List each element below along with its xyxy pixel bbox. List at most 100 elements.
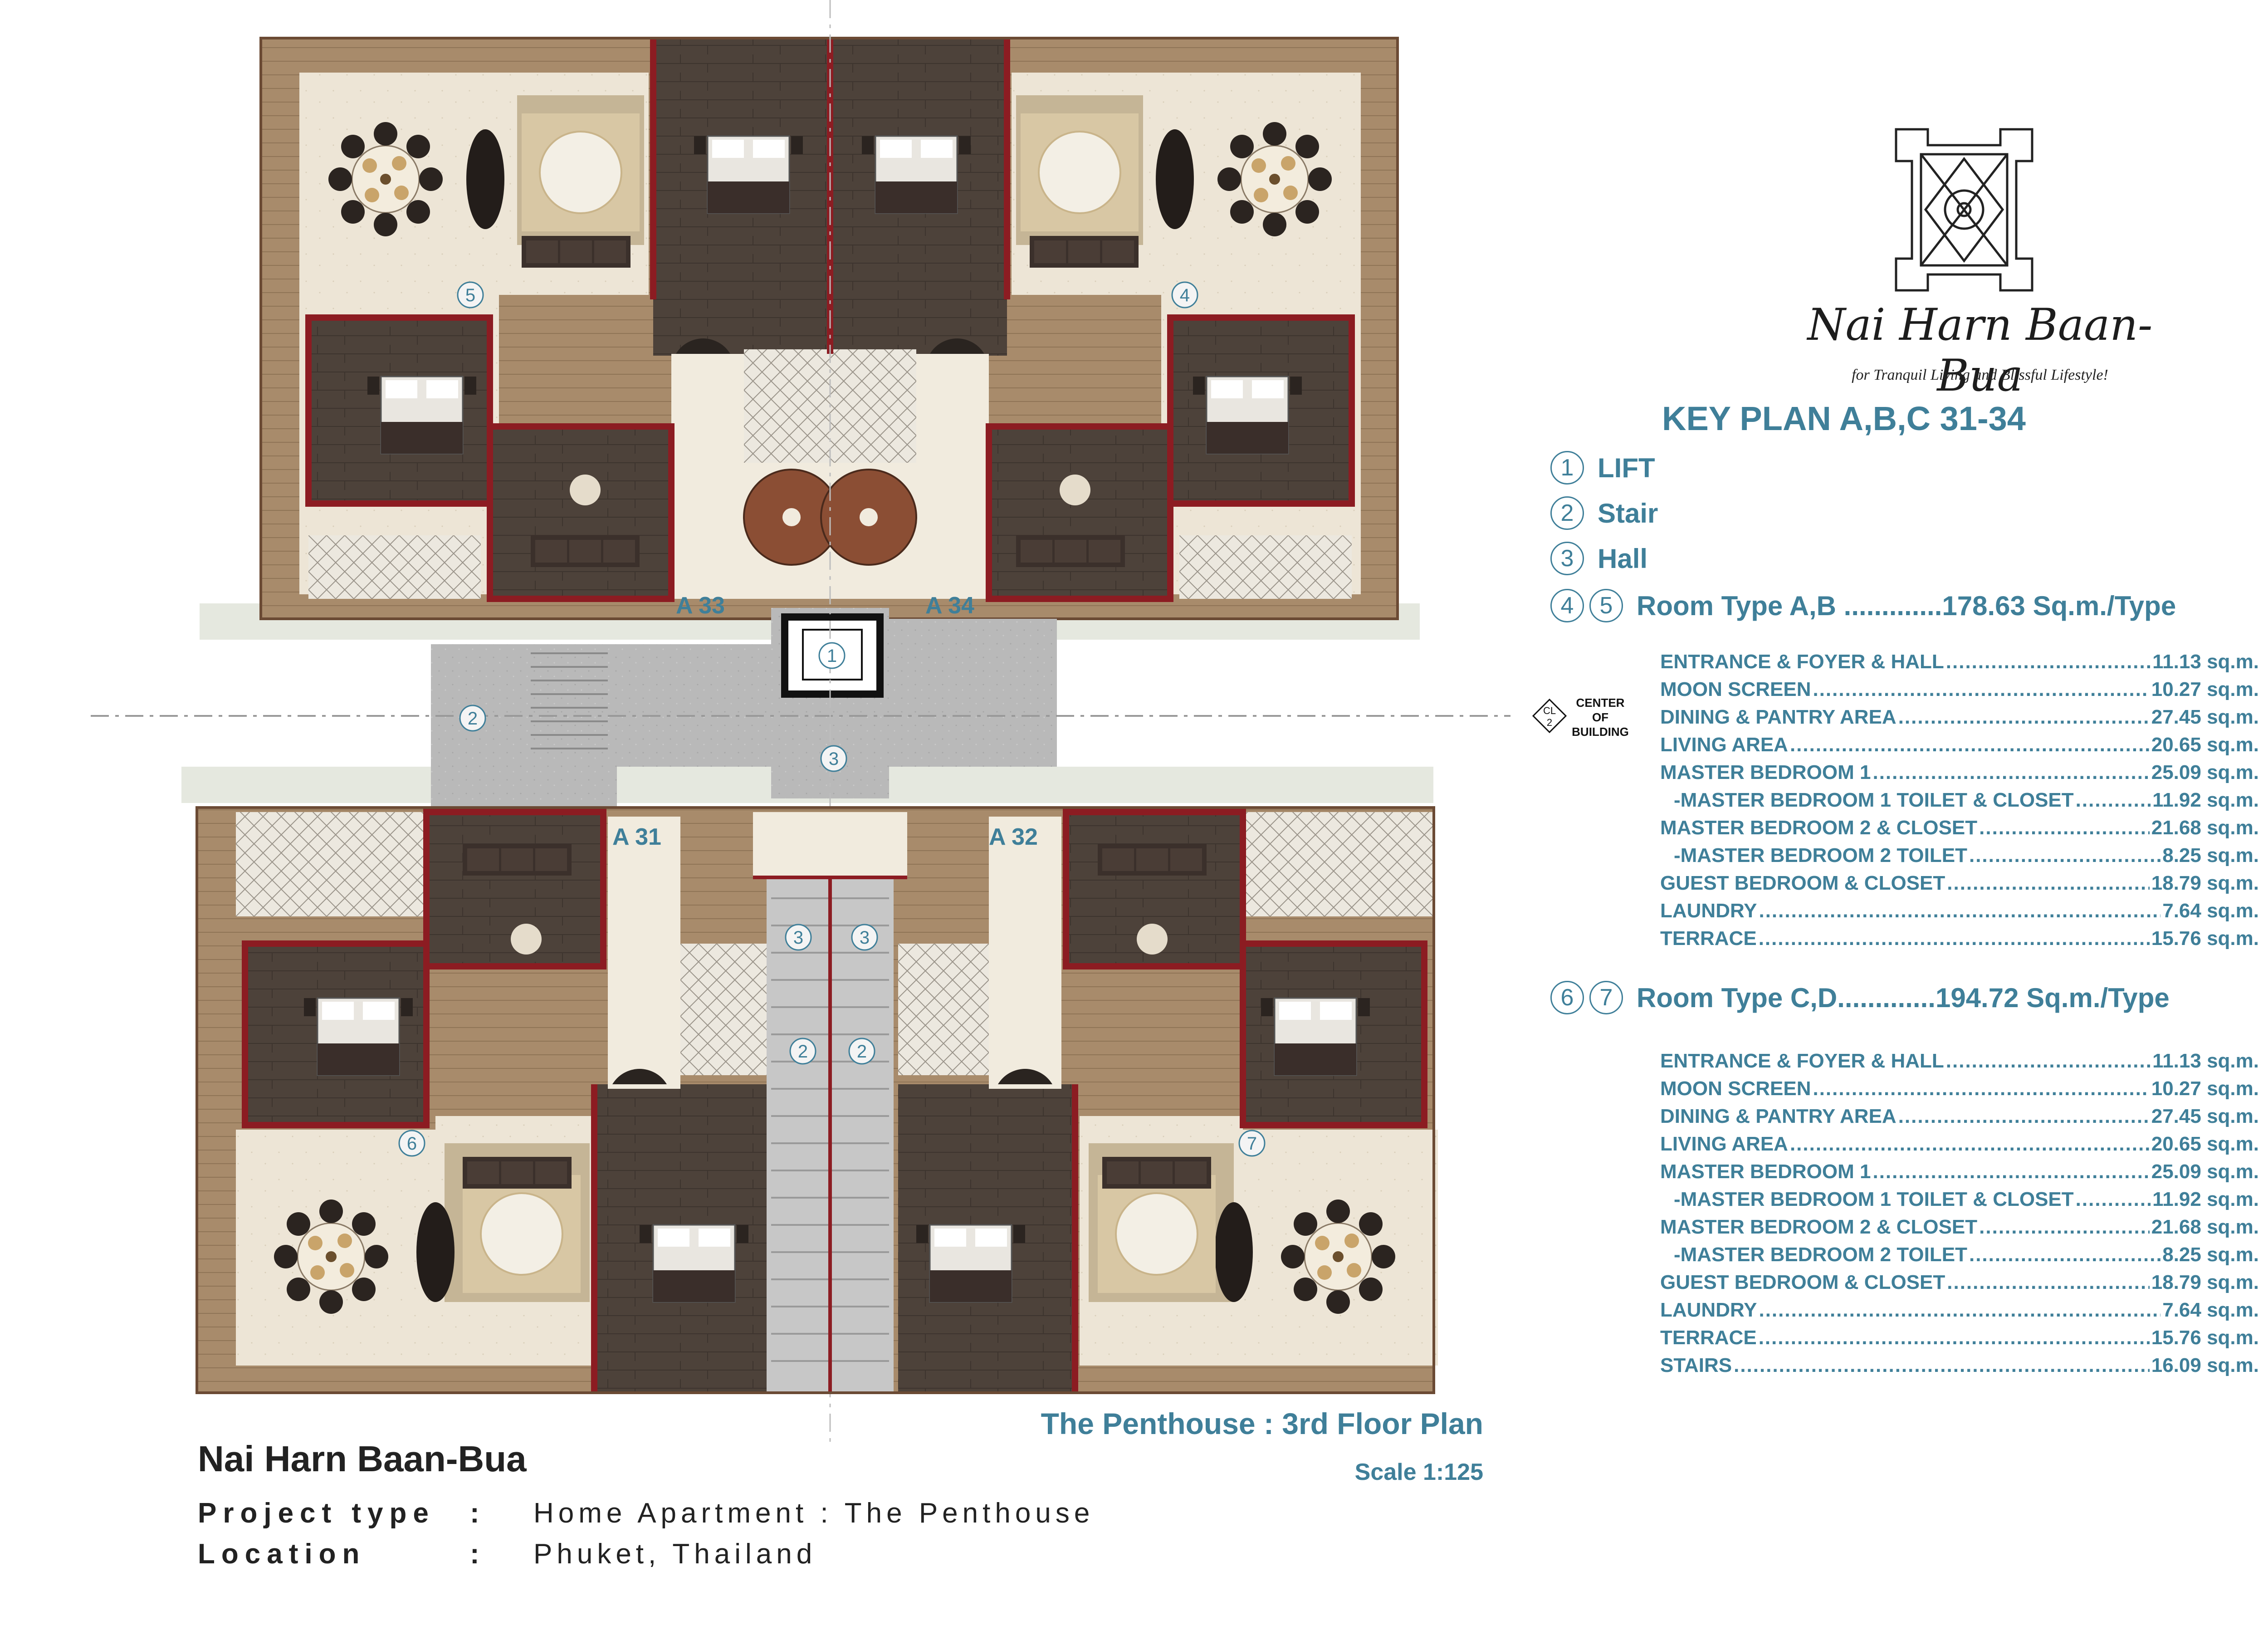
project-type-row: Project type: Home Apartment : The Pentho… — [198, 1497, 1094, 1529]
leader-dots: ........................................… — [1758, 1327, 2150, 1349]
svg-text:CENTER: CENTER — [1576, 696, 1625, 710]
area-value: 27.45 sq.m. — [2151, 1105, 2259, 1127]
area-row: ENTRANCE & FOYER & HALL.................… — [1660, 1047, 2259, 1075]
area-value: 21.68 sq.m. — [2151, 1216, 2259, 1238]
area-row: DINING & PANTRY AREA....................… — [1660, 1102, 2259, 1130]
legend-item-stair: 2 Stair — [1550, 496, 1658, 530]
svg-text:OF: OF — [1592, 710, 1608, 724]
leader-dots: ........................................… — [1789, 1133, 2150, 1155]
unit-label-a34: A 34 — [925, 592, 974, 619]
location-row: Location:Phuket, Thailand — [198, 1538, 816, 1570]
leader-dots: ........................................… — [1898, 706, 2150, 728]
area-name: DINING & PANTRY AREA — [1660, 1105, 1897, 1127]
area-row: LIVING AREA.............................… — [1660, 1130, 2259, 1158]
area-value: 11.13 sq.m. — [2152, 1050, 2259, 1072]
marker-stair-right: 2 — [848, 1038, 875, 1065]
area-name: LAUNDRY — [1660, 900, 1757, 922]
area-name: STAIRS — [1660, 1354, 1732, 1376]
svg-text:BUILDING: BUILDING — [1572, 725, 1629, 739]
key-plan-title: KEY PLAN A,B,C 31-34 — [1662, 400, 2026, 437]
brand-tagline: for Tranquil Living and Blissful Lifesty… — [1852, 367, 2108, 383]
legend-item-lift: 1 LIFT — [1550, 451, 1655, 485]
legend-label: Hall — [1598, 543, 1648, 574]
area-name: GUEST BEDROOM & CLOSET — [1660, 872, 1945, 894]
area-name: ENTRANCE & FOYER & HALL — [1660, 651, 1944, 673]
area-row: TERRACE.................................… — [1660, 1324, 2259, 1351]
unit-label-a31: A 31 — [612, 824, 661, 850]
area-name: TERRACE — [1660, 927, 1757, 950]
project-type-label: Project type — [198, 1498, 435, 1529]
svg-text:2: 2 — [857, 1042, 867, 1062]
area-row: -MASTER BEDROOM 2 TOILET................… — [1660, 842, 2259, 869]
area-value: 8.25 sq.m. — [2162, 1244, 2259, 1266]
area-value: 18.79 sq.m. — [2151, 872, 2259, 894]
marker-type-d: 7 — [1238, 1130, 1266, 1157]
area-row: LAUNDRY.................................… — [1660, 1296, 2259, 1324]
project-name: Nai Harn Baan-Bua — [198, 1439, 527, 1479]
legend-room-type-ab: 4 5 Room Type A,B .............178.63 Sq… — [1550, 589, 2176, 622]
area-name: MASTER BEDROOM 1 — [1660, 1160, 1871, 1183]
area-name: -MASTER BEDROOM 1 TOILET & CLOSET — [1674, 789, 2074, 811]
area-row: LAUNDRY.................................… — [1660, 897, 2259, 925]
area-value: 7.64 sq.m. — [2162, 900, 2259, 922]
area-name: MASTER BEDROOM 2 & CLOSET — [1660, 817, 1978, 839]
colon: : — [470, 1538, 479, 1570]
unit-label-a32: A 32 — [989, 824, 1038, 850]
area-name: MOON SCREEN — [1660, 1077, 1811, 1100]
legend-label: Stair — [1598, 498, 1658, 529]
leader-dots: ........................................… — [1734, 1354, 2150, 1376]
area-name: GUEST BEDROOM & CLOSET — [1660, 1271, 1945, 1293]
area-row: MASTER BEDROOM 2 & CLOSET...............… — [1660, 1213, 2259, 1241]
marker-hall-left: 3 — [785, 924, 812, 951]
area-name: -MASTER BEDROOM 2 TOILET — [1674, 1244, 1967, 1266]
area-name: -MASTER BEDROOM 1 TOILET & CLOSET — [1674, 1188, 2074, 1210]
area-row: GUEST BEDROOM & CLOSET..................… — [1660, 869, 2259, 897]
area-value: 15.76 sq.m. — [2151, 1327, 2259, 1349]
area-name: DINING & PANTRY AREA — [1660, 706, 1897, 728]
leader-dots: ........................................… — [1758, 927, 2150, 950]
colon: : — [470, 1498, 479, 1529]
area-row: DINING & PANTRY AREA....................… — [1660, 703, 2259, 731]
area-name: LAUNDRY — [1660, 1299, 1757, 1321]
leader-dots: ........................................… — [1789, 734, 2150, 756]
area-row: -MASTER BEDROOM 2 TOILET................… — [1660, 1241, 2259, 1268]
area-name: MOON SCREEN — [1660, 678, 1811, 700]
marker-type-a: 4 — [1171, 281, 1198, 308]
area-value: 10.27 sq.m. — [2151, 1077, 2259, 1100]
svg-text:6: 6 — [407, 1134, 417, 1154]
leader-dots: ........................................… — [1947, 1271, 2149, 1293]
area-name: MASTER BEDROOM 1 — [1660, 761, 1871, 783]
leader-dots: ........................................… — [1759, 900, 2160, 922]
svg-text:5: 5 — [465, 285, 475, 305]
leader-dots: ........................................… — [1813, 1077, 2149, 1100]
area-value: 11.13 sq.m. — [2152, 651, 2259, 673]
area-value: 11.92 sq.m. — [2152, 1188, 2259, 1210]
location-value: Phuket, Thailand — [533, 1538, 817, 1570]
leader-dots: ........................................… — [1945, 1050, 2151, 1072]
legend-number: 6 — [1550, 981, 1584, 1014]
area-row: -MASTER BEDROOM 1 TOILET & CLOSET.......… — [1660, 1185, 2259, 1213]
area-row: GUEST BEDROOM & CLOSET..................… — [1660, 1268, 2259, 1296]
svg-text:1: 1 — [827, 646, 837, 666]
plan-scale: Scale 1:125 — [1354, 1459, 1483, 1485]
area-name: MASTER BEDROOM 2 & CLOSET — [1660, 1216, 1978, 1238]
svg-text:3: 3 — [793, 928, 803, 948]
leader-dots: ........................................… — [1872, 761, 2150, 783]
area-value: 21.68 sq.m. — [2151, 817, 2259, 839]
marker-hall-right: 3 — [851, 924, 878, 951]
legend-number: 7 — [1589, 981, 1623, 1014]
area-row: LIVING AREA.............................… — [1660, 731, 2259, 759]
leader-dots: ........................................… — [1813, 678, 2149, 700]
project-type-value: Home Apartment : The Penthouse — [533, 1498, 1095, 1529]
area-row: STAIRS..................................… — [1660, 1351, 2259, 1379]
area-name: LIVING AREA — [1660, 1133, 1788, 1155]
legend-number: 4 — [1550, 589, 1584, 622]
leader-dots: ........................................… — [1945, 651, 2151, 673]
marker-type-c: 6 — [398, 1130, 425, 1157]
marker-lift: 1 — [818, 642, 846, 669]
legend-label: LIFT — [1598, 452, 1655, 483]
area-row: -MASTER BEDROOM 1 TOILET & CLOSET.......… — [1660, 786, 2259, 814]
area-list-type-ab: ENTRANCE & FOYER & HALL.................… — [1660, 648, 2259, 952]
area-row: MASTER BEDROOM 1........................… — [1660, 759, 2259, 786]
area-value: 27.45 sq.m. — [2151, 706, 2259, 728]
